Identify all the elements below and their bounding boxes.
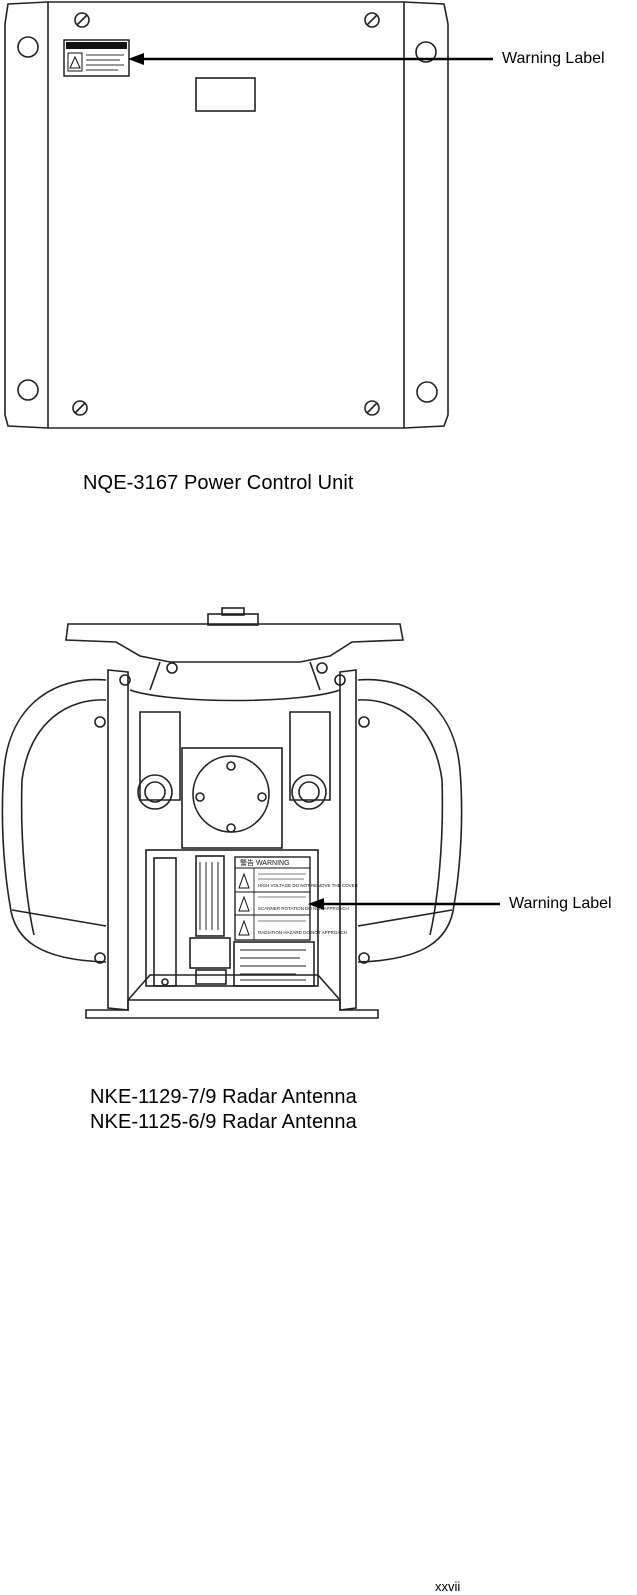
antenna-warning-label-title: 警告 WARNING [240,858,290,867]
antenna-warning-label-section-1: HIGH VOLTAGE DO NOT REMOVE THE COVER [258,883,359,888]
callout-arrow-2 [308,898,500,910]
callout-warning-label-2: Warning Label [509,895,612,912]
figure-caption-radar-antenna-line-2: NKE-1125-6/9 Radar Antenna [90,1111,357,1133]
power-control-unit-drawing [4,1,493,429]
figure-caption-radar-antenna-line-1: NKE-1129-7/9 Radar Antenna [90,1086,357,1108]
callout-arrow-1 [128,53,493,65]
page-number: xxvii [435,1579,461,1594]
callout-warning-label-1: Warning Label [502,50,605,67]
antenna-warning-label-section-2: SCANNER ROTATION DO NOT APPROACH [258,906,349,911]
figure-caption-power-control-unit: NQE-3167 Power Control Unit [83,472,354,494]
antenna-warning-label-section-3: RADIATION HAZARD DO NOT APPROACH [258,930,347,935]
antenna-warning-label [234,856,311,941]
radar-antenna-drawing: 警告 WARNING HIGH VOLTAGE DO NOT REMOVE TH… [1,607,500,1019]
unit-warning-label [63,39,130,77]
